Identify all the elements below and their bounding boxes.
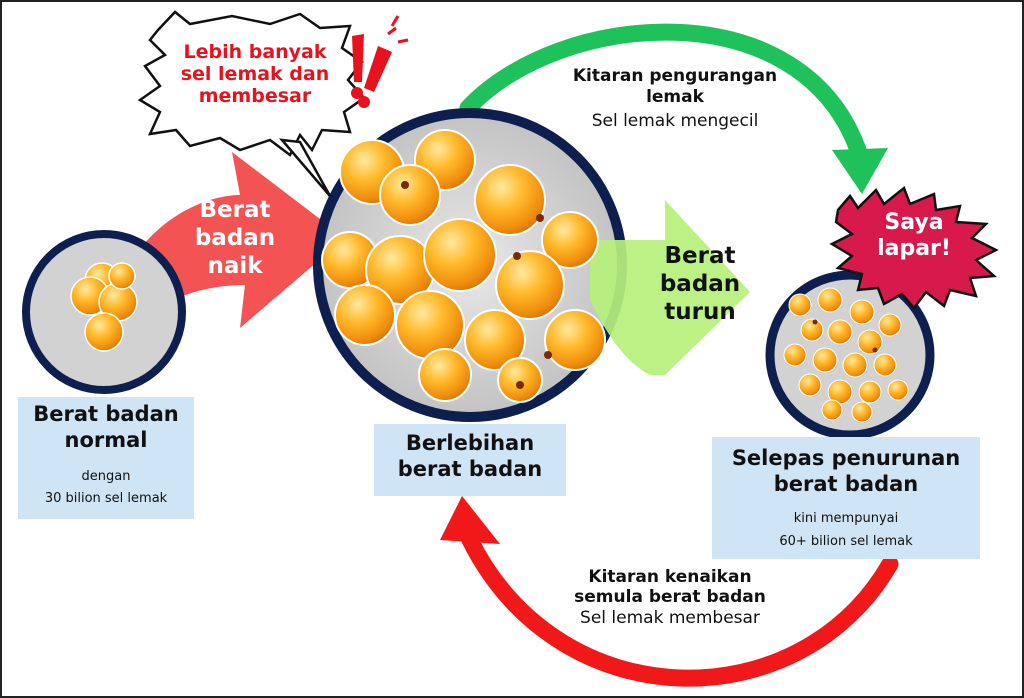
more-cells-line1: Lebih banyak [183, 41, 327, 63]
hungry-burst-bubble [829, 185, 999, 310]
overweight-stage-label: Berlebihan berat badan [374, 424, 566, 496]
normal-stage-line1: dengan [81, 469, 131, 484]
fat-reduction-title-line1: Kitaran pengurangan [572, 66, 778, 86]
overweight-stage-title: Berlebihan berat badan [397, 431, 543, 482]
hungry-callout: Saya lapar! [858, 210, 970, 263]
weight-loss-label: Berat badan turun [640, 242, 760, 326]
normal-stage-line2: 30 bilion sel lemak [44, 491, 168, 506]
weight-gain-line2: badan [194, 225, 276, 252]
overweight-fat-cells-cluster [321, 129, 606, 403]
weight-gain-label: Berat badan naik [180, 196, 290, 280]
after-loss-fat-cells-cluster [783, 287, 909, 423]
fat-reduction-subtitle: Sel lemak mengecil [591, 111, 759, 132]
more-cells-line3: membesar [198, 84, 312, 107]
weight-loss-line1: Berat [664, 243, 736, 269]
normal-stage-title: Berat badan normal [33, 402, 179, 453]
regain-subtitle: Sel lemak membesar [580, 607, 760, 628]
weight-loss-line2: badan [659, 271, 741, 298]
hungry-line2: lapar! [877, 236, 951, 262]
regain-cycle-label: Kitaran kenaikan semula berat badan Sel … [520, 567, 820, 628]
more-cells-callout: Lebih banyak sel lemak dan membesar [160, 41, 350, 108]
after-loss-stage-title: Selepas penurunan berat badan [731, 446, 961, 497]
more-cells-speech-bubble [137, 10, 366, 157]
exclamation-icon [351, 15, 409, 108]
weight-gain-line1: Berat [199, 197, 271, 223]
speech-bubble-tail [278, 138, 332, 197]
normal-stage-label: Berat badan normal dengan 30 bilion sel … [18, 397, 194, 519]
regain-cycle-arrowhead [440, 496, 500, 544]
weight-loss-arrow [590, 200, 750, 375]
after-loss-stage-line2: 60+ bilion sel lemak [779, 534, 913, 549]
after-loss-stage-line1: kini mempunyai [793, 511, 899, 526]
fat-reduction-cycle-label: Kitaran pengurangan lemak Sel lemak meng… [530, 66, 820, 132]
more-cells-line2: sel lemak dan [180, 62, 330, 85]
normal-fat-cells-cluster [70, 262, 138, 352]
weight-gain-line3: naik [207, 253, 263, 280]
hungry-line1: Saya [884, 210, 944, 235]
fat-reduction-cycle-arrow [459, 23, 867, 159]
regain-title-line1: Kitaran kenaikan [588, 567, 752, 587]
fat-reduction-cycle-arrowhead [832, 148, 888, 194]
after-loss-stage-label: Selepas penurunan berat badan kini mempu… [712, 437, 980, 559]
weight-loss-line3: turun [664, 299, 736, 326]
regain-title-line2: semula berat badan [574, 587, 766, 608]
fat-reduction-title-line2: lemak [646, 86, 704, 107]
regain-cycle-arrow [461, 531, 899, 687]
